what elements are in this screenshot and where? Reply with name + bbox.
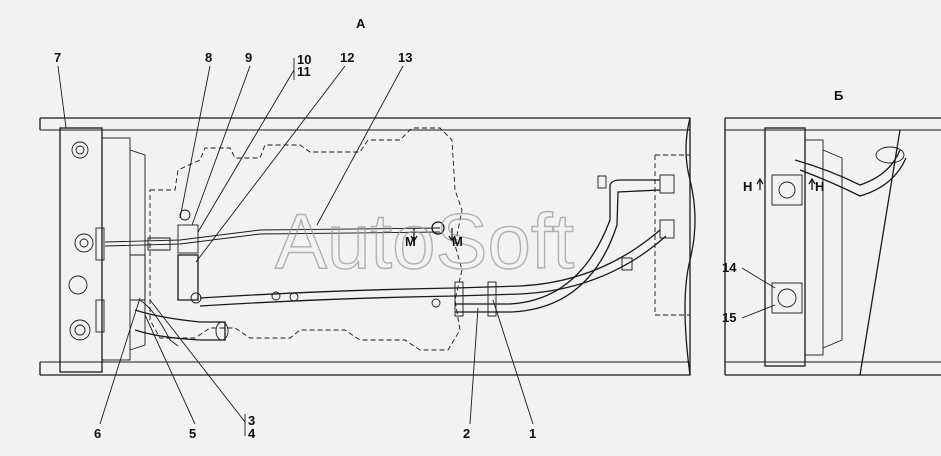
section-arrows: [410, 177, 816, 243]
callout-5: 5: [189, 426, 196, 441]
callout-12: 12: [340, 50, 354, 65]
callout-7: 7: [54, 50, 61, 65]
callout-15: 15: [722, 310, 736, 325]
engine-outline: [149, 127, 690, 351]
callout-8: 8: [205, 50, 212, 65]
callout-9: 9: [245, 50, 252, 65]
callout-3: 3: [248, 413, 255, 428]
callout-6: 6: [94, 426, 101, 441]
callout-4: 4: [248, 426, 256, 441]
section-m-left: М: [405, 234, 416, 249]
view-a-title: А: [356, 16, 366, 31]
pipe-lines: [104, 174, 675, 317]
section-m-right: М: [452, 234, 463, 249]
section-h-right: Н: [815, 179, 824, 194]
callout-13: 13: [398, 50, 412, 65]
callout-10: 10: [297, 52, 311, 67]
view-b-title: Б: [834, 88, 843, 103]
callout-14: 14: [722, 260, 737, 275]
section-h-left: Н: [743, 179, 752, 194]
callout-2: 2: [463, 426, 470, 441]
radiator-block: [59, 127, 146, 373]
view-b-frame: [724, 117, 941, 376]
callout-1: 1: [529, 426, 536, 441]
leader-lines: [57, 58, 776, 436]
view-a-frame: [39, 117, 696, 376]
callout-11: 11: [297, 64, 311, 79]
watermark-text: AutoSoft: [275, 197, 575, 285]
